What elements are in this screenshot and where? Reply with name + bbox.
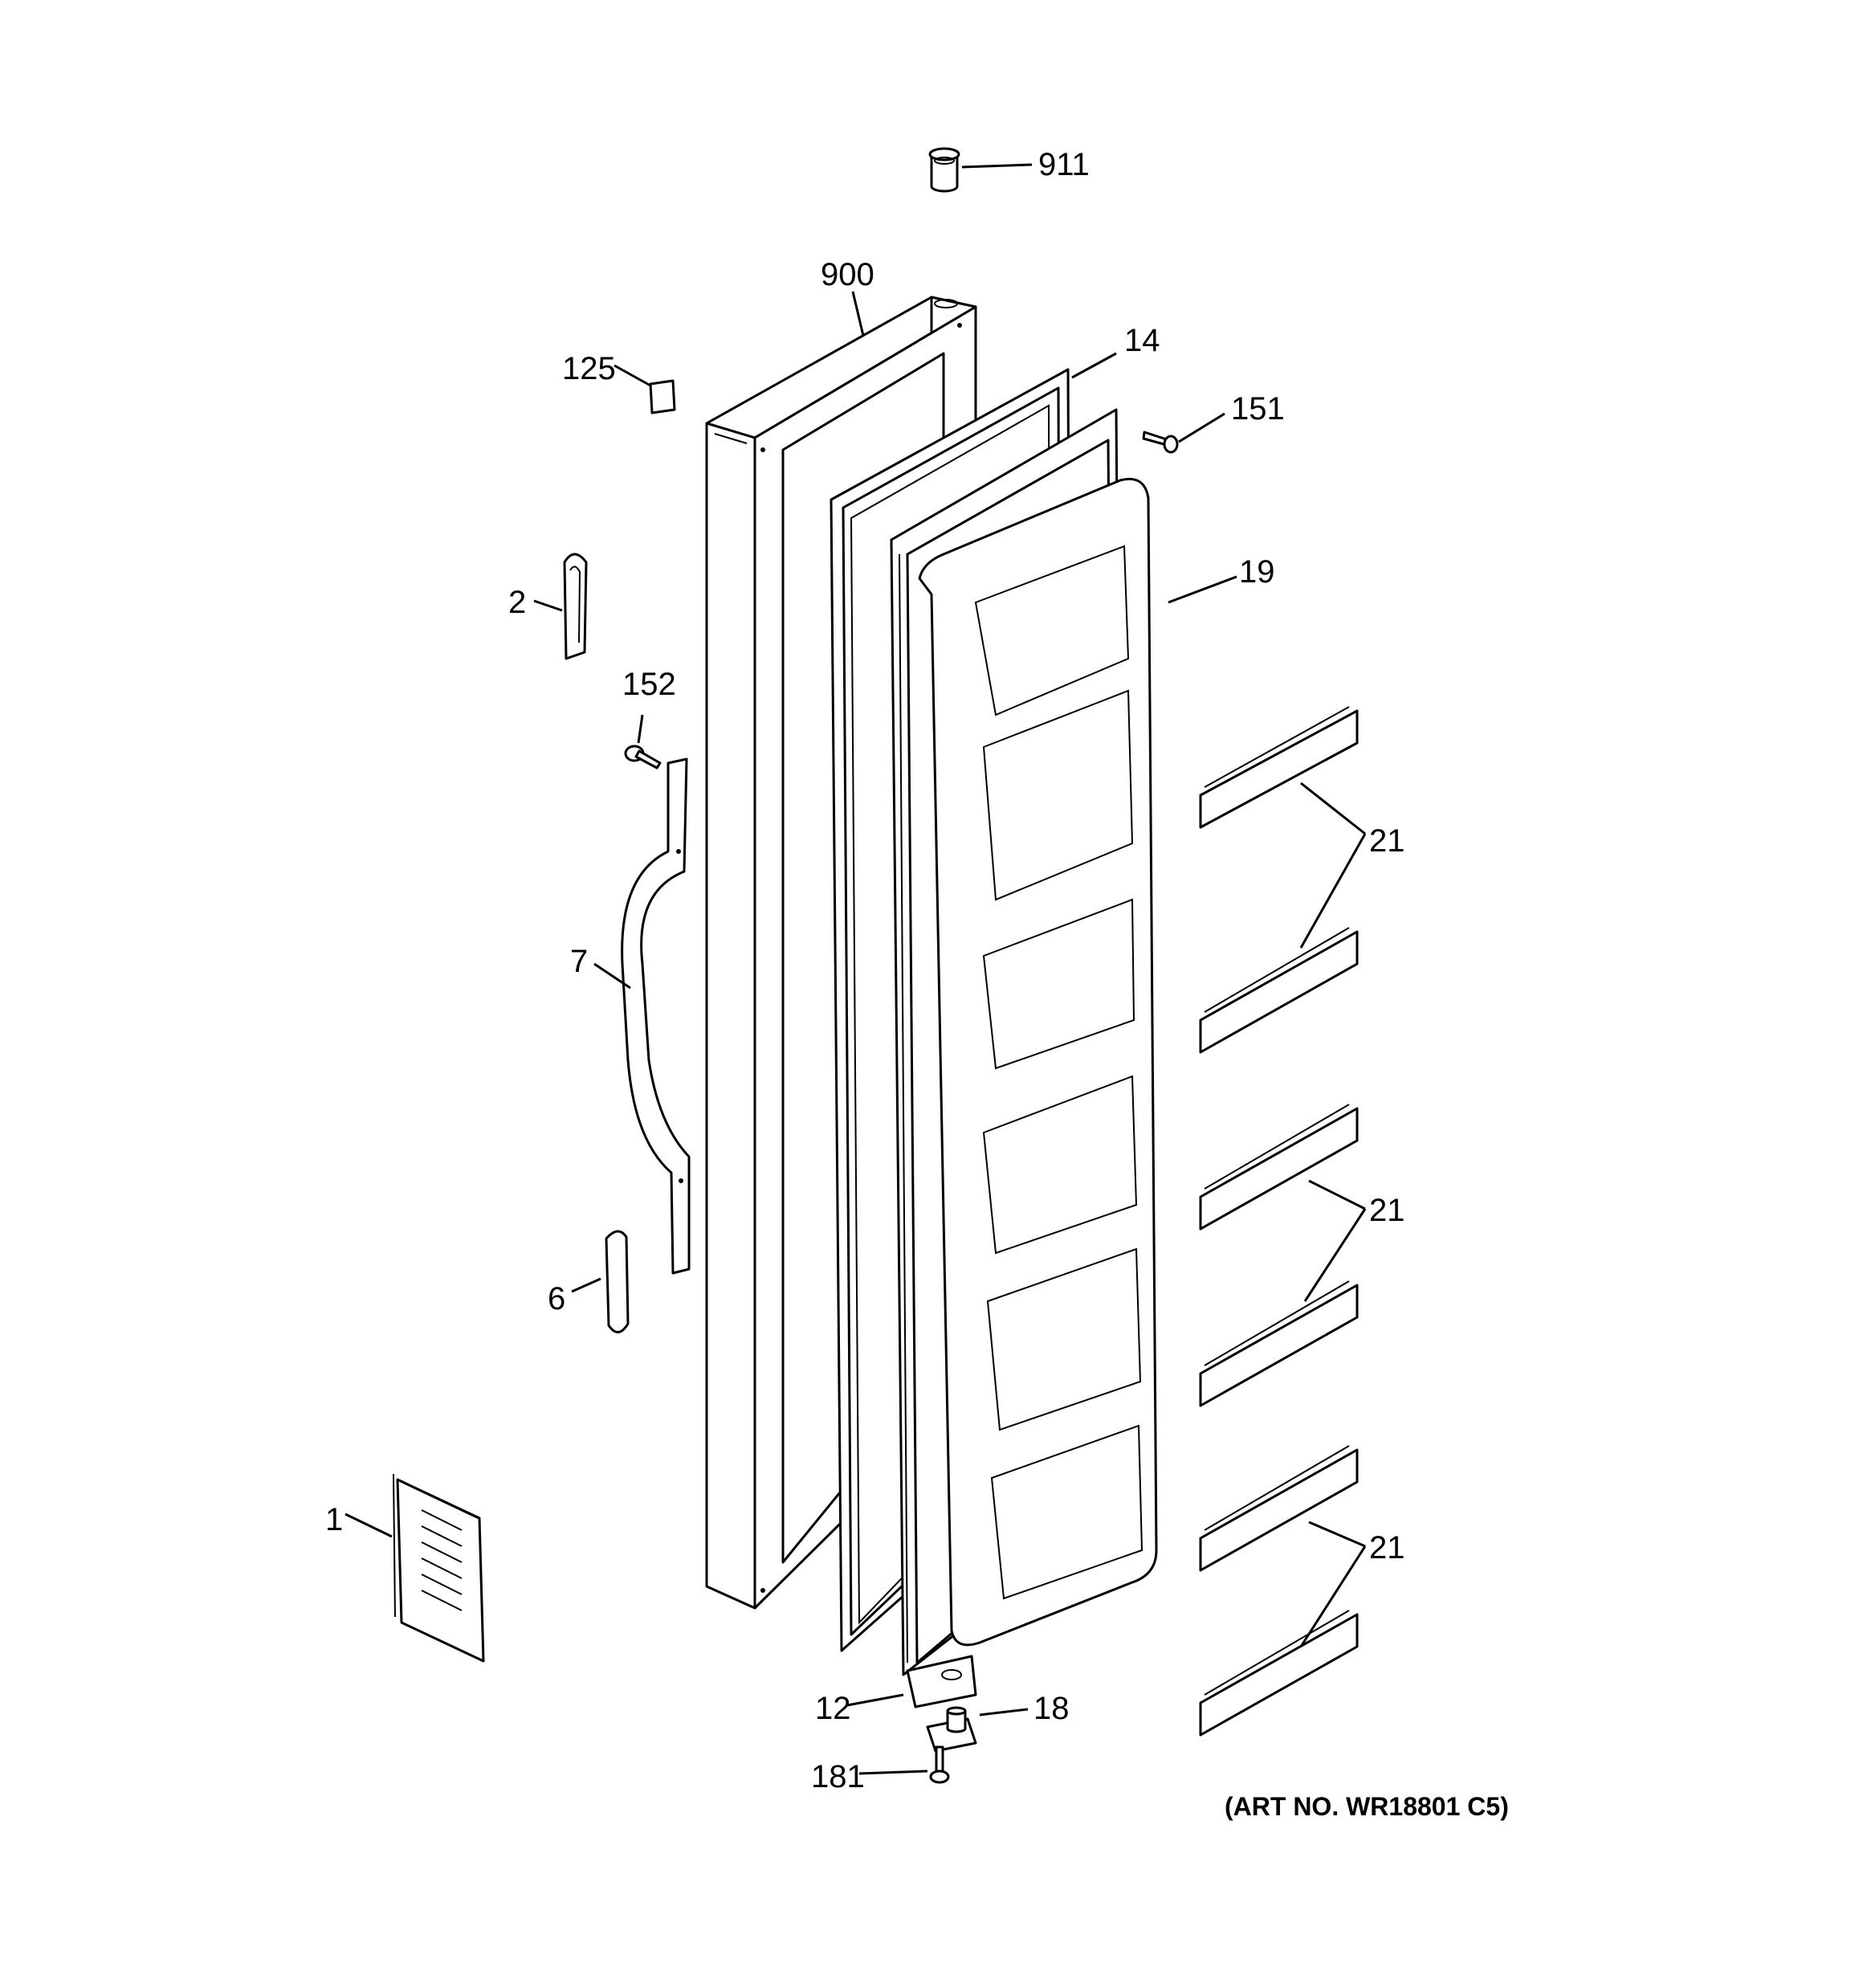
callout-152: 152 [622, 667, 676, 702]
callout-181: 181 [811, 1759, 865, 1794]
callout-911: 911 [1038, 147, 1090, 182]
part-1-manual [393, 1473, 485, 1663]
part-125-cap [649, 379, 676, 414]
callout-2: 2 [508, 585, 526, 620]
callout-6: 6 [548, 1281, 565, 1316]
part-21-shelf-rails [1199, 706, 1359, 1737]
part-151-screw [1142, 431, 1179, 454]
callout-21-bottom: 21 [1369, 1530, 1405, 1565]
part-7-handle [621, 757, 691, 1275]
part-18-hinge [926, 1706, 977, 1753]
leader-lines [344, 163, 1367, 1775]
callout-21-middle: 21 [1369, 1193, 1405, 1228]
art-number: (ART NO. WR18801 C5) [1225, 1792, 1509, 1821]
callout-21-top: 21 [1369, 823, 1405, 859]
callout-19: 19 [1239, 554, 1275, 590]
callout-125: 125 [562, 351, 616, 386]
part-12-hinge-bracket [906, 1655, 977, 1708]
callout-7: 7 [570, 944, 588, 979]
callout-151: 151 [1231, 391, 1285, 427]
part-181-screw [929, 1745, 950, 1784]
part-19-door-liner [890, 408, 1158, 1676]
door-shelf-pockets [974, 545, 1143, 1600]
callout-1: 1 [325, 1502, 343, 1537]
callout-12: 12 [815, 1691, 851, 1726]
part-6-trim [605, 1230, 630, 1333]
callout-14: 14 [1124, 323, 1160, 358]
callout-labels: 911 900 14 125 151 2 19 152 21 7 21 6 1 … [325, 147, 1405, 1794]
part-911-bushing [928, 147, 960, 193]
callout-18: 18 [1033, 1691, 1070, 1726]
callout-900: 900 [821, 257, 874, 292]
part-2-hinge-cover [563, 553, 588, 660]
part-152-screw [624, 745, 662, 769]
